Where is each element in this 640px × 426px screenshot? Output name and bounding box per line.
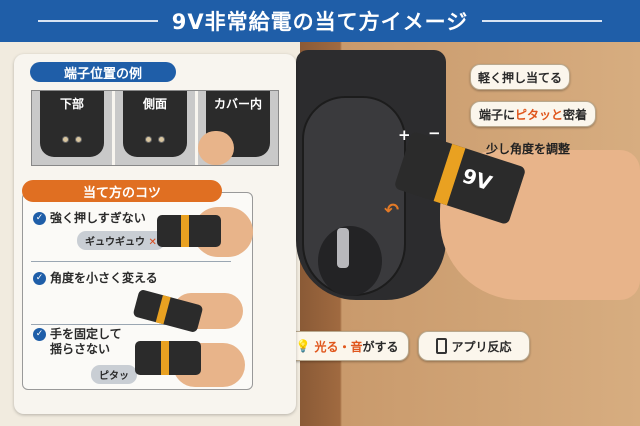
feedback-light-sound: 💡 光る・音がする bbox=[285, 331, 409, 361]
terminal-example-label: カバー内 bbox=[213, 97, 262, 111]
tip-1: ✓ 強く押しすぎない bbox=[33, 211, 146, 226]
terminal-section-heading: 端子位置の例 bbox=[30, 62, 176, 82]
check-icon: ✓ bbox=[33, 212, 46, 225]
battery-band bbox=[155, 295, 171, 325]
thumb-turn-handle bbox=[337, 228, 349, 268]
hand-illustration bbox=[198, 131, 234, 165]
title-bar: 9V非常給電の当て方イメージ bbox=[0, 0, 640, 42]
terminal-example-label: 下部 bbox=[59, 97, 84, 111]
tag-text: ギュウギュウ bbox=[85, 237, 145, 248]
check-icon: ✓ bbox=[33, 272, 46, 285]
tag-text: ピタッ bbox=[99, 371, 129, 382]
callout-press-text: 軽く押し当てる bbox=[477, 70, 562, 85]
callout-contact: 端子にピタッと密着 bbox=[470, 101, 596, 127]
cross-icon: ✕ bbox=[148, 237, 157, 248]
smartphone-icon bbox=[436, 338, 448, 354]
title-divider bbox=[37, 20, 158, 22]
lock-illustration bbox=[123, 91, 187, 157]
callout-contact-prefix: 端子に bbox=[478, 107, 515, 122]
terminal-example-cover: カバー内 bbox=[198, 91, 278, 165]
tip-tag: ピタッ bbox=[91, 365, 137, 384]
callout-adjust: 少し角度を調整 bbox=[486, 142, 571, 156]
battery-label: 9V bbox=[459, 163, 495, 196]
divider bbox=[31, 324, 231, 325]
page-title: 9V非常給電の当て方イメージ bbox=[171, 10, 469, 34]
terminal-example-bottom: 下部 bbox=[32, 91, 112, 165]
feedback-light-sound-suffix: がする bbox=[362, 339, 399, 354]
plus-terminal-label: + bbox=[398, 126, 411, 144]
tip-3: ✓ 手を固定して 揺らさない bbox=[33, 327, 122, 357]
tips-box: ✓ 強く押しすぎない ギュウギュウ ✕ ✓ 角度を小さく変える ✓ 手を固定して 揺ら… bbox=[22, 192, 253, 390]
tip-2: ✓ 角度を小さく変える bbox=[33, 271, 158, 286]
feedback-light-sound-accent: 光る・音 bbox=[314, 339, 363, 354]
battery-illustration bbox=[135, 341, 201, 375]
check-icon: ✓ bbox=[33, 328, 46, 341]
tip-text: 強く押しすぎない bbox=[50, 211, 146, 225]
terminal-examples: 下部 側面 カバー内 bbox=[31, 90, 279, 166]
title-divider bbox=[482, 20, 603, 22]
terminal-example-label: 側面 bbox=[142, 97, 167, 111]
callout-contact-suffix: 密着 bbox=[563, 107, 588, 122]
lightbulb-icon: 💡 bbox=[295, 339, 311, 353]
thumb-turn-knob bbox=[318, 226, 382, 296]
battery-band bbox=[161, 341, 169, 375]
battery-illustration bbox=[157, 215, 221, 247]
divider bbox=[31, 261, 231, 262]
tip-text: 角度を小さく変える bbox=[50, 271, 158, 285]
rotate-arrow-icon: ↶ bbox=[384, 200, 400, 221]
battery-band bbox=[181, 215, 189, 247]
feedback-app: アプリ反応 bbox=[418, 331, 530, 361]
terminal-contacts bbox=[145, 136, 165, 143]
callout-press: 軽く押し当てる bbox=[470, 64, 570, 90]
tips-section-heading: 当て方のコツ bbox=[22, 180, 222, 202]
tip-tag: ギュウギュウ ✕ bbox=[77, 231, 165, 250]
tip-text: 手を固定して 揺らさない bbox=[50, 327, 122, 356]
terminal-contacts bbox=[62, 136, 82, 143]
battery-band bbox=[433, 143, 466, 206]
terminal-example-side: 側面 bbox=[115, 91, 195, 165]
feedback-app-text: アプリ反応 bbox=[451, 339, 512, 354]
callout-contact-accent: ピタッと bbox=[514, 107, 563, 122]
lock-illustration bbox=[40, 91, 104, 157]
